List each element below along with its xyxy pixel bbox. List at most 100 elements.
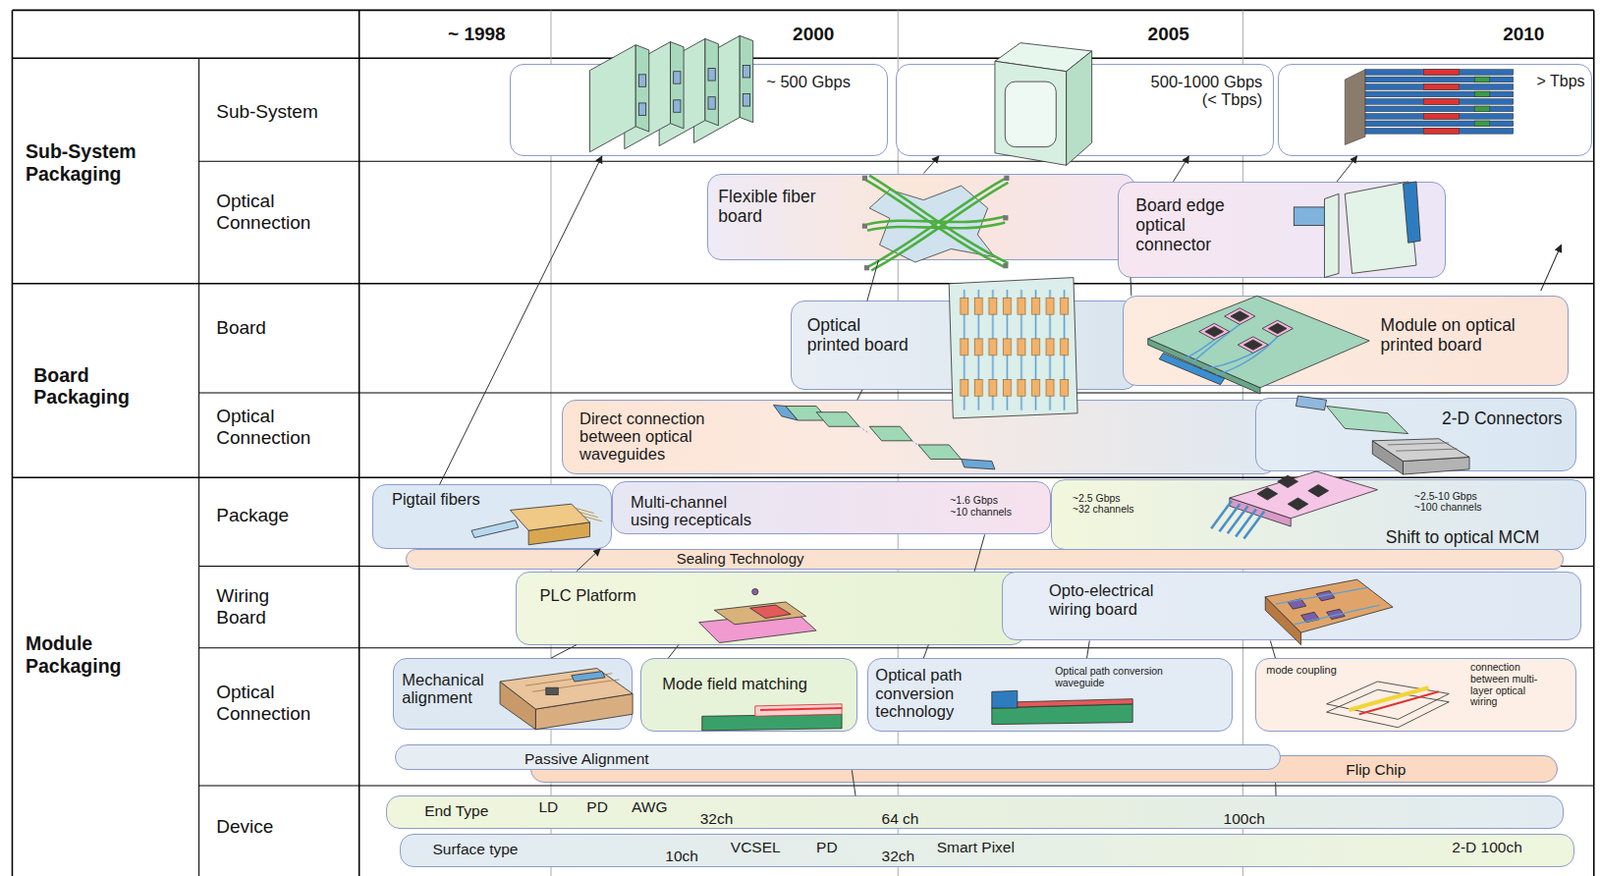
technology-box: Mode field matching bbox=[640, 658, 857, 732]
text-slot: 32ch bbox=[700, 810, 734, 828]
group-label: Sub-System Packaging bbox=[25, 140, 173, 185]
alignment-block-icon bbox=[532, 679, 619, 692]
rack-icon bbox=[1365, 120, 1514, 127]
flexible-board-icon bbox=[867, 216, 1005, 224]
pigtail-package-icon bbox=[471, 520, 519, 539]
stacked-units-icon bbox=[708, 97, 716, 110]
stacked-units-icon bbox=[742, 64, 750, 77]
module-board-icon bbox=[1237, 336, 1269, 354]
edge-connector-icon bbox=[1402, 181, 1421, 243]
wiring-board-icon bbox=[1326, 608, 1346, 619]
2d-connector-icon bbox=[1295, 395, 1470, 475]
alignment-block-icon bbox=[546, 687, 558, 695]
evolution-arrow bbox=[576, 549, 601, 572]
technology-box: 2-D Connectors bbox=[1255, 397, 1577, 472]
2d-connector-icon bbox=[1295, 395, 1326, 411]
rack-icon bbox=[1365, 84, 1514, 91]
box-label: AWG bbox=[631, 798, 667, 816]
text-slot: 2-D Connectors bbox=[1441, 409, 1563, 430]
rack-icon bbox=[1423, 99, 1459, 106]
path-conversion-icon bbox=[992, 690, 1018, 709]
text-slot: PD bbox=[586, 798, 608, 816]
mode-matching-icon bbox=[702, 714, 842, 731]
technology-box: Optical printed board bbox=[790, 300, 1138, 389]
wiring-board-icon bbox=[1287, 599, 1307, 609]
evolution-arrow bbox=[923, 156, 939, 174]
rack-icon bbox=[1474, 106, 1490, 112]
text-slot: Board Packaging bbox=[33, 364, 152, 409]
capacity-box: > Tbps bbox=[1277, 63, 1593, 157]
text-slot: mode coupling bbox=[1266, 663, 1337, 676]
waveguide-connector-icon bbox=[772, 404, 994, 469]
mcm-icon bbox=[1211, 471, 1378, 540]
text-slot: ~1.6 Gbps ~10 channels bbox=[949, 495, 1015, 519]
multilayer-coupling-icon bbox=[1326, 681, 1450, 728]
stacked-units-icon bbox=[638, 74, 646, 87]
text-slot: Flip Chip bbox=[1345, 761, 1406, 778]
mcm-icon bbox=[1227, 505, 1249, 534]
box-label: Flexible fiber board bbox=[717, 187, 827, 226]
text-slot: Optical path conversion waveguide bbox=[1054, 665, 1171, 690]
plc-platform-icon bbox=[750, 605, 792, 619]
printed-board-icon bbox=[948, 277, 1078, 419]
text-slot: Module Packaging bbox=[25, 632, 144, 677]
rack-icon bbox=[1365, 113, 1514, 120]
link-line bbox=[551, 645, 577, 660]
box-label: Direct connection between optical wavegu… bbox=[579, 409, 713, 464]
link-line bbox=[867, 260, 880, 302]
mcm-icon bbox=[1277, 475, 1299, 488]
text-slot: Board bbox=[216, 317, 267, 339]
technology-box: Direct connection between optical wavegu… bbox=[561, 399, 1276, 475]
mcm-icon bbox=[1243, 510, 1265, 539]
box-label: 2-D Connectors bbox=[1441, 409, 1563, 430]
text-slot: Board edge optical connector bbox=[1135, 196, 1234, 255]
alignment-block-icon bbox=[499, 681, 536, 730]
technology-box: Module on optical printed board bbox=[1122, 295, 1569, 386]
box-label: Mode field matching bbox=[662, 674, 808, 693]
group-label: Module Packaging bbox=[25, 632, 144, 677]
text-slot: 64 ch bbox=[882, 810, 920, 828]
row-label: Optical Connection bbox=[216, 190, 325, 234]
multilayer-coupling-icon bbox=[1326, 689, 1450, 727]
text-slot: LD bbox=[538, 798, 558, 816]
plc-platform-icon bbox=[714, 602, 807, 625]
illustrations bbox=[471, 35, 1562, 730]
2d-connector-icon bbox=[1395, 448, 1457, 451]
2d-connector-icon bbox=[1326, 405, 1409, 434]
cabinet-icon bbox=[994, 43, 1093, 166]
box-label: LD bbox=[538, 798, 558, 816]
text-slot: 10ch bbox=[664, 847, 699, 865]
link-line bbox=[1274, 782, 1276, 797]
waveguide-connector-icon bbox=[816, 412, 860, 428]
link-line bbox=[974, 534, 985, 571]
multilayer-coupling-icon bbox=[1348, 687, 1429, 711]
flexible-board-icon bbox=[867, 178, 1005, 268]
path-conversion-icon bbox=[1017, 699, 1133, 708]
rack-icon bbox=[1423, 113, 1459, 120]
evolution-arrow bbox=[440, 156, 603, 486]
wiring-board-icon bbox=[1316, 591, 1335, 602]
text-slot: Flexible fiber board bbox=[717, 187, 827, 226]
2d-connector-icon bbox=[1387, 442, 1449, 445]
technology-box: ~2.5 Gbps ~32 channels~2.5-10 Gbps ~100 … bbox=[1050, 479, 1587, 550]
grid-lines bbox=[11, 9, 14, 876]
text-slot: 500-1000 Gbps (< Tbps) bbox=[1137, 72, 1263, 110]
technology-box: Multi-channel using recepticals~1.6 Gbps… bbox=[611, 481, 1051, 535]
box-label: Module on optical printed board bbox=[1380, 316, 1524, 355]
text-slot: Device bbox=[216, 816, 274, 838]
rack-icon bbox=[1344, 69, 1366, 146]
grid-lines bbox=[1593, 9, 1596, 876]
trend-arrow bbox=[1541, 244, 1562, 291]
text-slot: ~2.5 Gbps ~32 channels bbox=[1072, 493, 1138, 517]
text-slot: 2-D 100ch bbox=[1451, 838, 1523, 856]
link-line bbox=[1269, 640, 1275, 659]
mcm-icon bbox=[1308, 484, 1329, 497]
edge-connector-icon bbox=[1293, 181, 1421, 278]
path-conversion-icon bbox=[992, 690, 1133, 724]
rack-icon bbox=[1365, 91, 1514, 98]
rack-icon bbox=[1423, 127, 1459, 134]
wiring-board-icon bbox=[1265, 579, 1393, 645]
wiring-board-icon bbox=[1301, 611, 1321, 622]
link-line bbox=[851, 770, 856, 796]
group-label: Board Packaging bbox=[33, 364, 152, 409]
